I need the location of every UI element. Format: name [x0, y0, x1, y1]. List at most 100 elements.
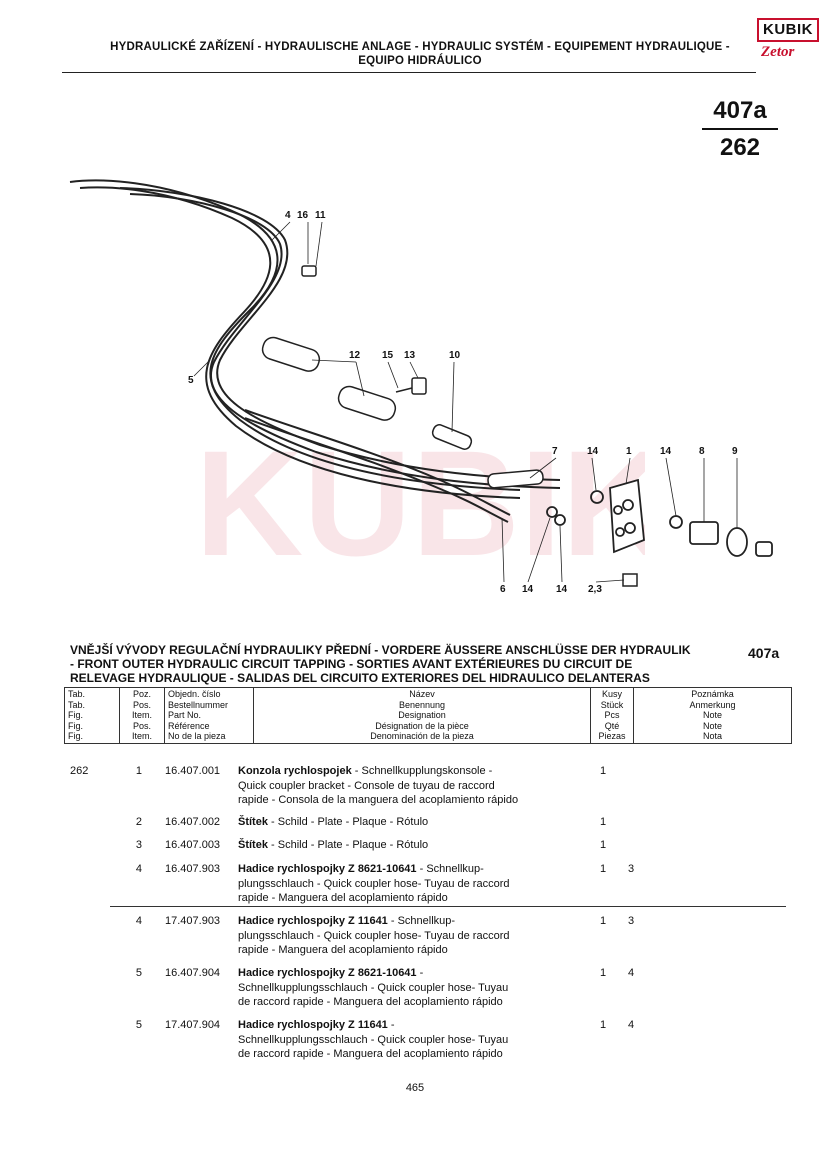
- callout-9: 9: [732, 446, 738, 457]
- sleeve-12a: [261, 336, 321, 372]
- section-title: VNĚJŠÍ VÝVODY REGULAČNÍ HYDRAULIKY PŘEDN…: [70, 643, 750, 685]
- hose-4-inner: [129, 193, 561, 489]
- callout-leaders: [193, 221, 738, 583]
- row-pos: 4: [135, 863, 142, 875]
- bracket-hole-2: [624, 522, 636, 534]
- callout-10: 10: [449, 350, 461, 361]
- sleeve-12b: [337, 385, 397, 421]
- callout-15: 15: [382, 350, 394, 361]
- clip-16-11: [301, 265, 317, 277]
- callout-16: 16: [297, 210, 309, 221]
- row-desc: Hadice rychlospojky Z 8621-10641 - Schne…: [238, 863, 510, 904]
- row-qty: 1: [599, 967, 607, 979]
- coupler-bracket: [609, 478, 645, 554]
- row-ref: 17.407.904: [165, 1019, 221, 1031]
- row-divider: [110, 906, 786, 907]
- ring-14b: [669, 515, 683, 529]
- callout-7: 7: [552, 446, 558, 457]
- hose-5-inner: [79, 186, 521, 499]
- page-number-divider: [702, 128, 778, 130]
- row-desc: Štítek - Schild - Plate - Plaque - Rótul…: [238, 839, 429, 851]
- cap-9-plug: [755, 541, 773, 557]
- callout-14a: 14: [587, 446, 599, 457]
- plate-2-3: [622, 573, 638, 587]
- protective-sleeves: [261, 336, 544, 489]
- callout-12: 12: [349, 350, 361, 361]
- brand-logo: KUBIK Zetor: [757, 18, 819, 70]
- callout-8: 8: [699, 446, 705, 457]
- clip-13: [411, 377, 427, 395]
- callout-6: 6: [500, 584, 506, 595]
- bracket-plate: [609, 478, 645, 554]
- hose-6: [244, 409, 511, 516]
- row-qty: 1: [599, 915, 607, 927]
- section-title-line2: - FRONT OUTER HYDRAULIC CIRCUIT TAPPING …: [70, 657, 633, 671]
- header-title: HYDRAULICKÉ ZAŘÍZENÍ - HYDRAULISCHE ANLA…: [70, 40, 770, 68]
- page-group-number: 407a: [713, 97, 767, 124]
- col-tab: Tab.Tab.Fig.Fig.Fig.: [64, 687, 120, 744]
- logo-zetor: Zetor: [761, 44, 795, 60]
- row-note: 4: [627, 967, 635, 979]
- row-qty: 1: [599, 1019, 607, 1031]
- row-pos: 1: [135, 765, 142, 777]
- hose-lines: [69, 179, 561, 523]
- section-code: 407a: [748, 645, 780, 661]
- callout-14c: 14: [522, 584, 534, 595]
- row-note: 3: [627, 915, 635, 927]
- callout-14b: 14: [660, 446, 672, 457]
- callout-14d: 14: [556, 584, 568, 595]
- row-note: 4: [627, 1019, 635, 1031]
- page-footer-number: 465: [405, 1082, 425, 1094]
- row-pos: 3: [135, 839, 142, 851]
- row-note: 3: [627, 863, 635, 875]
- header-rule: [62, 72, 756, 73]
- row-desc: Hadice rychlospojky Z 11641 - Schnellkup…: [238, 915, 510, 956]
- small-parts: [301, 265, 638, 587]
- hose-4: [119, 187, 561, 481]
- row-pos: 5: [135, 967, 142, 979]
- row-desc: Konzola rychlospojek - Schnellkupplungsk…: [238, 765, 519, 806]
- bolt-15: [395, 387, 413, 393]
- row-pos: 2: [135, 816, 142, 828]
- sleeve-10: [431, 424, 473, 450]
- row-desc: Hadice rychlospojky Z 11641 - Schnellkup…: [238, 1019, 509, 1060]
- row-pos: 5: [135, 1019, 142, 1031]
- hose-5: [69, 179, 521, 491]
- hydraulic-diagram: 4 16 11 12 15 13 10 5 7 14 1 14 8 9 6 14…: [69, 179, 773, 595]
- sleeve-7: [487, 469, 544, 489]
- ring-14a: [590, 490, 604, 504]
- section-title-line1: VNĚJŠÍ VÝVODY REGULAČNÍ HYDRAULIKY PŘEDN…: [70, 643, 691, 657]
- bracket-hole-4: [615, 527, 625, 537]
- row-qty: 1: [599, 863, 607, 875]
- row-qty: 1: [599, 816, 607, 828]
- row-ref: 16.407.001: [165, 765, 221, 777]
- cap-9: [726, 527, 748, 557]
- callout-4: 4: [285, 210, 291, 221]
- callout-2-3: 2,3: [588, 584, 602, 595]
- col-pos: Poz.Pos.Item.Pos.Item.: [119, 687, 165, 744]
- bracket-hole-3: [613, 505, 623, 515]
- row-qty: 1: [599, 765, 607, 777]
- callout-11: 11: [315, 210, 326, 221]
- row-ref: 16.407.904: [165, 967, 221, 979]
- section-title-line3: RELEVAGE HYDRAULIQUE - SALIDAS DEL CIRCU…: [70, 671, 650, 685]
- hose-6-inner: [244, 417, 509, 523]
- bracket-hole-1: [622, 499, 634, 511]
- row-ref: 16.407.003: [165, 839, 221, 851]
- callout-1: 1: [626, 446, 632, 457]
- row-desc: Štítek - Schild - Plate - Plaque - Rótul…: [238, 816, 429, 828]
- row-ref: 16.407.903: [165, 863, 221, 875]
- parts-table-header: Tab.Tab.Fig.Fig.Fig. Poz.Pos.Item.Pos.It…: [64, 687, 792, 744]
- callout-labels: 4 16 11 12 15 13 10 5 7 14 1 14 8 9 6 14…: [188, 210, 738, 595]
- row-tab: 262: [70, 765, 89, 777]
- row-pos: 4: [135, 915, 142, 927]
- ring-14c: [546, 506, 558, 518]
- header-title-line2: EQUIPO HIDRÁULICO: [358, 55, 482, 67]
- ring-14d: [554, 514, 566, 526]
- coupler-and-cap: [689, 521, 773, 557]
- header-title-line1: HYDRAULICKÉ ZAŘÍZENÍ - HYDRAULISCHE ANLA…: [110, 41, 730, 53]
